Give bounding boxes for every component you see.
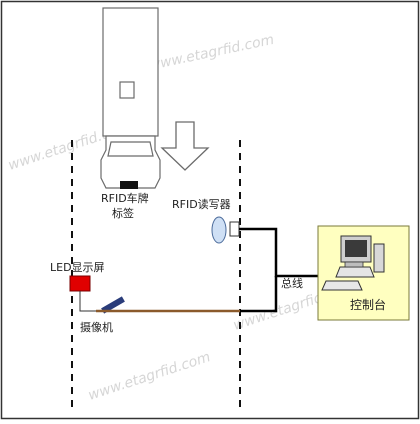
- tag-label-line2: 标签: [112, 206, 134, 220]
- truck-roof-marker: [119, 81, 135, 99]
- truck-cargo-box: [102, 7, 159, 137]
- computer-icon: [321, 235, 385, 291]
- truck: [100, 7, 161, 189]
- led-display: [69, 275, 91, 292]
- led-label: LED显示屏: [50, 261, 105, 274]
- direction-arrow: [160, 121, 210, 171]
- led-wire: [79, 291, 96, 312]
- tag-label-line1: RFID车牌: [101, 191, 149, 205]
- reader-connector: [229, 221, 240, 237]
- truck-windshield: [107, 141, 154, 157]
- bus-label: 总线: [281, 276, 303, 290]
- bus-wire-bottom: [240, 276, 278, 313]
- reader-label: RFID读写器: [172, 197, 231, 211]
- camera-label: 摄像机: [80, 320, 113, 334]
- bus-wire-top: [239, 227, 318, 278]
- rfid-reader: [211, 216, 227, 244]
- rfid-plate-tag: [120, 181, 138, 189]
- console-label: 控制台: [350, 297, 386, 312]
- camera: [101, 296, 125, 314]
